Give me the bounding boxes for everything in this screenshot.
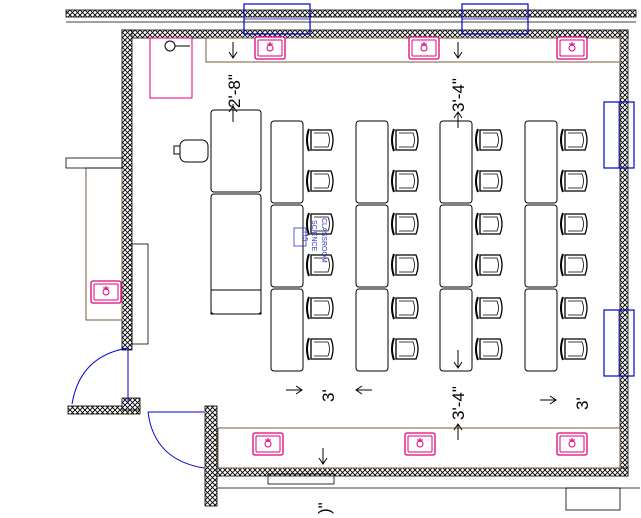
- dim-marker-south: [318, 448, 328, 465]
- dim-left-gap: 2'-8": [225, 74, 244, 108]
- student-table: [355, 288, 389, 372]
- sink-icon: [556, 432, 588, 456]
- sink-icon: [90, 280, 122, 304]
- student-table: [524, 120, 558, 204]
- door-swing-icon: [71, 347, 129, 405]
- faucet-icon: [164, 40, 176, 52]
- chair-icon: [560, 128, 588, 152]
- counter-south: [217, 427, 621, 469]
- chair-icon: [391, 296, 419, 320]
- sink-icon: [252, 432, 284, 456]
- student-tables: [270, 120, 588, 372]
- chair-icon: [475, 337, 503, 361]
- room-name-line1: SCIENCE: [310, 220, 317, 251]
- chair-icon: [306, 337, 334, 361]
- chair-icon: [306, 169, 334, 193]
- wall-corridor-pier: [121, 397, 141, 411]
- student-table: [355, 204, 389, 288]
- chair-icon: [560, 337, 588, 361]
- dim-marker-bottom: [453, 350, 463, 440]
- chair-icon: [475, 253, 503, 277]
- demo-bench-base: [210, 289, 262, 315]
- dim-bottom-aisle: 3'-4": [449, 386, 468, 420]
- dim-top-aisle: 3'-4": [449, 78, 468, 112]
- corridor-stub: [65, 157, 123, 169]
- dim-right-bottom: 3': [573, 397, 592, 410]
- wall-south: [204, 467, 629, 477]
- chair-icon: [391, 169, 419, 193]
- counter-west-prep: [149, 37, 193, 99]
- wall-north: [121, 29, 629, 39]
- chair-icon: [391, 253, 419, 277]
- teacher-chair-icon: [173, 139, 209, 163]
- chair-icon: [560, 253, 588, 277]
- chair-icon: [306, 296, 334, 320]
- chair-icon: [560, 169, 588, 193]
- wall-east: [619, 29, 629, 477]
- dim-bottom-cut: )": [315, 502, 334, 514]
- chair-icon: [475, 212, 503, 236]
- student-table: [439, 120, 473, 204]
- dim-marker-left: [228, 42, 238, 122]
- chair-icon: [391, 212, 419, 236]
- sink-icon: [254, 36, 286, 60]
- wall-west: [121, 29, 133, 351]
- dim-marker-top: [453, 42, 463, 128]
- room-name-line2: CLASSROOM: [320, 218, 327, 263]
- chair-icon: [475, 128, 503, 152]
- student-table: [439, 204, 473, 288]
- sink-icon: [556, 36, 588, 60]
- student-table: [270, 288, 304, 372]
- demo-bench: [210, 193, 262, 315]
- chair-icon: [475, 169, 503, 193]
- dim-left-bottom: 3': [319, 389, 338, 402]
- dim-marker-left-bottom: [286, 385, 372, 395]
- room-number-box: [293, 227, 307, 247]
- student-table: [524, 204, 558, 288]
- student-table: [524, 288, 558, 372]
- chair-icon: [306, 253, 334, 277]
- cabinet: [267, 473, 335, 485]
- chair-icon: [391, 337, 419, 361]
- student-table: [270, 120, 304, 204]
- sink-icon: [408, 36, 440, 60]
- chair-icon: [306, 128, 334, 152]
- dim-marker-right-bottom: [540, 395, 557, 405]
- student-table: [355, 120, 389, 204]
- teacher-desk: [210, 109, 262, 193]
- chair-icon: [391, 128, 419, 152]
- counter-corridor-inner: [131, 243, 149, 345]
- room-number: 115: [301, 230, 308, 241]
- wall-top: [65, 9, 637, 18]
- chair-icon: [475, 296, 503, 320]
- chair-icon: [560, 296, 588, 320]
- door-swing-icon: [147, 411, 205, 469]
- cabinet: [565, 487, 621, 511]
- chair-icon: [560, 212, 588, 236]
- wall-south-door-jamb: [204, 405, 218, 507]
- sink-icon: [404, 432, 436, 456]
- student-table: [439, 288, 473, 372]
